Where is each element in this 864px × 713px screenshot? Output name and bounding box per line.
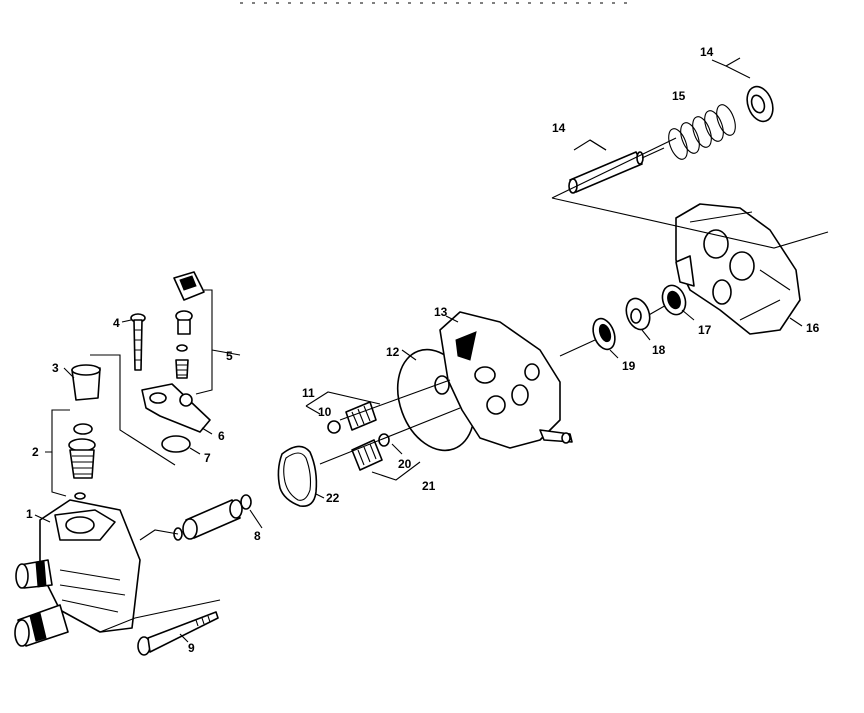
valve-cup	[63, 364, 101, 401]
callout-5: 5	[226, 349, 233, 363]
callout-14a: 14	[552, 121, 566, 135]
callout-3: 3	[52, 361, 59, 375]
spring	[668, 104, 736, 160]
callout-14b: 14	[700, 45, 714, 59]
callout-15: 15	[672, 89, 686, 103]
callout-13: 13	[434, 305, 448, 319]
callout-11: 11	[302, 386, 315, 400]
long-bolt	[99, 599, 221, 656]
washer-18	[625, 297, 651, 341]
callout-16: 16	[806, 321, 820, 335]
gasket	[277, 445, 325, 508]
crankcase-housing	[675, 203, 803, 335]
manifold-body	[14, 499, 141, 647]
callout-7: 7	[204, 451, 211, 465]
callout-21: 21	[422, 479, 436, 493]
callout-9: 9	[188, 641, 195, 655]
seal-19	[592, 317, 619, 359]
callout-labels: 1 2 3 4 5 6 7 8 9 10 11 12 13 14 14 15 1…	[26, 45, 820, 655]
seal-17	[661, 284, 695, 321]
callout-17: 17	[698, 323, 712, 337]
callout-18: 18	[652, 343, 666, 357]
callout-8: 8	[254, 529, 261, 543]
bracket-line-3-7	[90, 354, 176, 466]
piston-spring-group	[551, 57, 829, 249]
callout-2: 2	[32, 445, 39, 459]
callout-6: 6	[218, 429, 225, 443]
pump-head	[439, 311, 573, 449]
callout-10: 10	[318, 405, 332, 419]
check-valve-upper	[305, 391, 381, 434]
callout-12: 12	[386, 345, 400, 359]
callout-22: 22	[326, 491, 340, 505]
callout-20: 20	[398, 457, 412, 471]
bolt	[121, 313, 146, 371]
bypass-piston	[139, 494, 263, 541]
spring-retainer	[746, 85, 774, 123]
unloader-stack	[173, 271, 241, 395]
unloader-body	[141, 383, 213, 435]
check-valve-lower	[351, 433, 421, 481]
seal-disc	[161, 435, 201, 455]
callout-19: 19	[622, 359, 636, 373]
callout-1: 1	[26, 507, 33, 521]
valve-assembly	[45, 409, 96, 500]
callout-4: 4	[113, 316, 120, 330]
